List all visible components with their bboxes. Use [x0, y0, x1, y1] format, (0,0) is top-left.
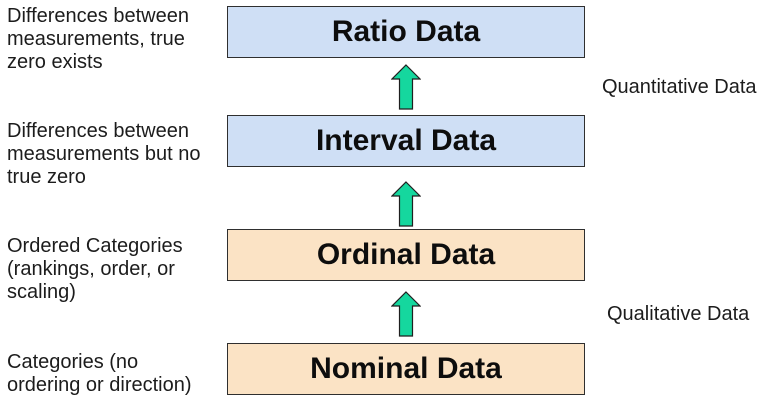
box-label-ordinal-data: Ordinal Data: [316, 238, 496, 271]
side-label-qualitative-data: Qualitative Data: [607, 303, 750, 325]
up-arrow-shape: [391, 64, 421, 110]
side-label-quantitative-data: Quantitative Data: [602, 76, 757, 98]
box-nominal-data: Nominal Data: [227, 343, 585, 395]
up-arrow-icon: [391, 181, 421, 227]
up-arrow-icon: [391, 291, 421, 337]
box-label-interval-data: Interval Data: [315, 124, 497, 157]
box-label-nominal-data: Nominal Data: [310, 352, 502, 385]
box-label-ratio-data: Ratio Data: [331, 15, 481, 48]
box-ordinal-data: Ordinal Data: [227, 229, 585, 281]
box-ratio-data: Ratio Data: [227, 6, 585, 58]
description-nominal-data: Categories (no ordering or direction): [7, 351, 192, 396]
up-arrow-shape: [391, 291, 421, 337]
box-interval-data: Interval Data: [227, 115, 585, 167]
up-arrow-icon: [391, 64, 421, 110]
description-ratio-data: Differences between measurements, true z…: [7, 5, 189, 73]
description-ordinal-data: Ordered Categories (rankings, order, or …: [7, 235, 183, 303]
up-arrow-shape: [391, 181, 421, 227]
description-interval-data: Differences between measurements but no …: [7, 120, 201, 188]
